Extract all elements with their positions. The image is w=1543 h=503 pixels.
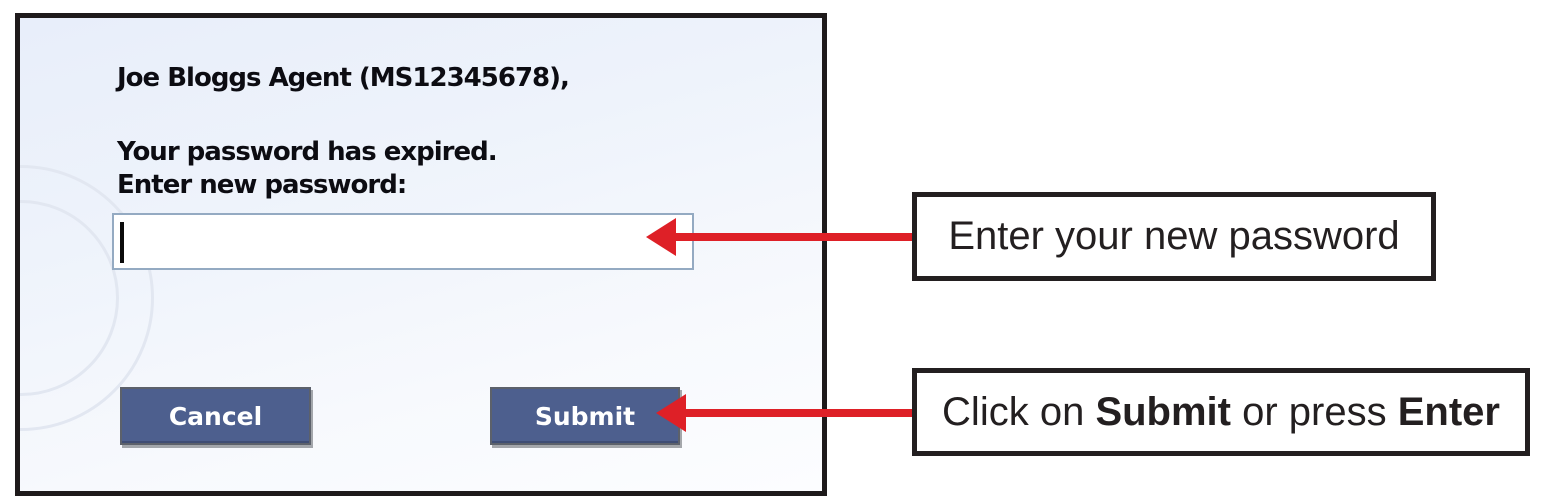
annotation-enter-password: Enter your new password (912, 192, 1436, 281)
annotation-seg1: Click on (942, 389, 1096, 434)
arrow-to-submit-button-head (656, 394, 686, 432)
password-expired-dialog: Joe Bloggs Agent (MS12345678), Your pass… (15, 13, 827, 496)
annotation-enter-password-text: Enter your new password (948, 214, 1400, 258)
submit-button[interactable]: Submit (490, 387, 680, 445)
user-greeting: Joe Bloggs Agent (MS12345678), (117, 63, 570, 93)
new-password-field-frame (112, 213, 694, 270)
annotation-seg2: or press (1230, 389, 1398, 434)
new-password-input[interactable] (114, 215, 692, 268)
annotation-click-submit-text: Click on Submit or press Enter (942, 390, 1500, 435)
annotation-bold-submit: Submit (1095, 389, 1231, 434)
annotation-bold-enter: Enter (1397, 389, 1500, 434)
expiry-message-line2: Enter new password: (117, 170, 407, 200)
cancel-button[interactable]: Cancel (120, 387, 311, 445)
arrow-to-password-input-head (646, 218, 676, 256)
expiry-message: Your password has expired. Enter new pas… (117, 136, 498, 202)
annotation-click-submit: Click on Submit or press Enter (912, 368, 1530, 456)
expiry-message-line1: Your password has expired. (117, 137, 498, 167)
arrow-to-password-input-line (674, 233, 912, 241)
arrow-to-submit-button-line (686, 409, 912, 417)
